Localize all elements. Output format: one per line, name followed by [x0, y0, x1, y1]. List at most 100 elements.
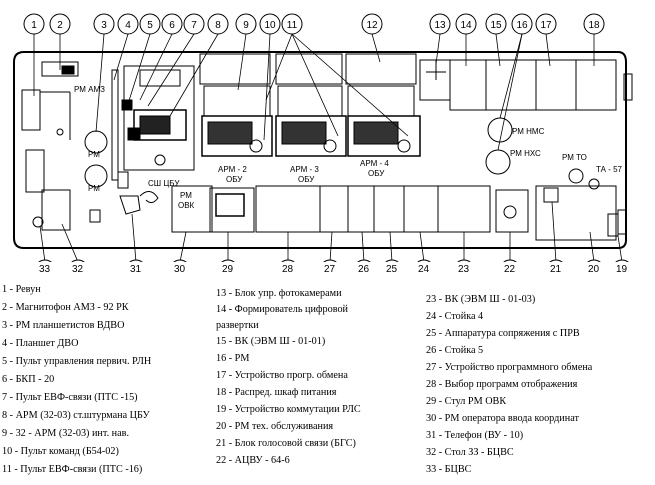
digital-former: [449, 59, 487, 111]
bgs-block: [543, 187, 559, 203]
callout-4: [117, 13, 139, 35]
callout-10: [259, 13, 281, 35]
callouts-bottom: [38, 259, 629, 262]
label-arm3-sub: ОБУ: [298, 175, 315, 184]
legend-item-25: 25 - Аппаратура сопряжения с ПРВ: [426, 328, 580, 339]
arm3-panel: [277, 85, 343, 117]
rack-24: [403, 185, 439, 233]
label-rm-amz: РМ АМЗ: [74, 85, 105, 94]
callout-6: [161, 13, 183, 35]
legend-item-7: 7 - Пульт ЕВФ-связи (ПТС -15): [2, 392, 138, 403]
ta57-phone: [588, 178, 600, 190]
revun-block: [21, 89, 41, 131]
rlc-switch: [607, 213, 619, 237]
legend-item-1: 1 - Ревун: [2, 284, 41, 295]
callout-16: [511, 13, 533, 35]
legend-item-31: 31 - Телефон (ВУ - 10): [426, 430, 524, 441]
legend-item-24: 24 - Стойка 4: [426, 311, 484, 322]
legend-item-17: 17 - Устройство прогр. обмена: [216, 370, 348, 381]
legend-item-28: 28 - Выбор программ отображения: [426, 379, 578, 390]
callout-27: [323, 259, 337, 262]
callout-3-text: 3: [101, 20, 107, 31]
left-knob: [56, 128, 64, 136]
magnitofon-inner: [61, 65, 75, 75]
label-sh-tsbu: СШ ЦБУ: [148, 179, 180, 188]
callout-24: [417, 259, 431, 262]
callout-8: [207, 13, 229, 35]
callout-22: [503, 259, 517, 262]
acvu-frame: [495, 189, 529, 233]
label-arm4: АРМ - 4: [360, 159, 389, 168]
label-arm3: АРМ - 3: [290, 165, 319, 174]
legend-item-18: 18 - Распред. шкаф питания: [216, 387, 337, 398]
arm4-panel: [347, 85, 415, 117]
rack-27: [319, 185, 349, 233]
callout-23: [457, 259, 471, 262]
callout-9-text: 9: [243, 20, 249, 31]
rack-26: [347, 185, 375, 233]
callout-18: [583, 13, 605, 35]
tsbu-ptc: [121, 99, 133, 111]
legend-item-5: 5 - Пульт управления первич. РЛН: [2, 356, 152, 367]
floor-plan-diagram: 1 2 3 4 5 6 7 8 9 10 11 12 13 14 15 16 1…: [13, 13, 633, 262]
legend-item-9: 9 - 32 - АРМ (32-03) инт. нав.: [2, 428, 129, 439]
callout-4-text: 4: [125, 20, 131, 31]
rm-ovk-block: [209, 187, 255, 233]
vk-15: [485, 59, 537, 111]
legend-item-33: 33 - БЦВС: [426, 464, 472, 475]
arm2-screen: [207, 121, 253, 145]
callout-21-text: 21: [550, 264, 562, 275]
label-ta57: ТА - 57: [596, 165, 623, 174]
callout-1: [23, 13, 45, 35]
tsbu-knob: [154, 154, 166, 166]
legend-item-4: 4 - Планшет ДВО: [2, 338, 79, 349]
arm3-screen: [281, 121, 327, 145]
callouts-top: [23, 13, 605, 35]
legend-item-32: 32 - Стол ЗЗ - БЦВС: [426, 447, 514, 458]
callout-10-text: 10: [264, 20, 276, 31]
callout-20: [587, 259, 601, 262]
callout-31-text: 31: [130, 264, 142, 275]
callout-24-text: 24: [418, 264, 430, 275]
left-small-unit: [89, 209, 101, 223]
legend-item-21: 21 - Блок голосовой связи (БГС): [216, 438, 356, 449]
callout-30-text: 30: [174, 264, 186, 275]
arm4-top-rack: [345, 53, 417, 85]
arm2-console: [201, 115, 273, 157]
bkp-unit: [117, 171, 129, 189]
callout-2: [49, 13, 71, 35]
legend-item-13: 13 - Блок упр. фотокамерами: [216, 288, 342, 299]
callout-15: [485, 13, 507, 35]
label-rm-nhs: РМ НХС: [510, 149, 541, 158]
legend-item-29: 29 - Стул РМ ОВК: [426, 396, 507, 407]
arm4-chair: [397, 139, 411, 153]
hull-outline: [13, 51, 627, 249]
callout-6-text: 6: [169, 20, 175, 31]
legend-item-16: 16 - РМ: [216, 353, 250, 364]
hull-right-cap: [623, 73, 633, 101]
legend-item-10: 10 - Пульт команд (Б54-02): [2, 446, 119, 457]
callout-15-text: 15: [490, 20, 502, 31]
label-rm-ovk-2: ОВК: [178, 201, 195, 210]
legend-item-15: 15 - ВК (ЭВМ Ш - 01-01): [216, 336, 326, 347]
tsbu-keys: [127, 127, 141, 141]
callout-31: [129, 259, 143, 262]
callout-17-text: 17: [540, 20, 552, 31]
legend-item-23: 23 - ВК (ЭВМ Ш - 01-03): [426, 294, 536, 305]
tsbu-screen-inner: [139, 115, 171, 135]
arm4-screen: [353, 121, 399, 145]
left-rack-1: [25, 149, 45, 193]
callout-32-text: 32: [72, 264, 84, 275]
rm-left-circle-2: [84, 164, 108, 188]
label-rm-ovk-1: РМ: [180, 191, 192, 200]
callout-13-text: 13: [434, 20, 446, 31]
rm-nhs-circle: [485, 149, 511, 175]
rm-to-circle: [568, 168, 584, 184]
arm2-panel: [203, 85, 271, 117]
callout-11-text: 11: [287, 20, 298, 31]
label-rm-left-2: РМ: [88, 184, 100, 193]
tsbu-screen: [133, 109, 187, 141]
foto-control-block: [419, 59, 451, 101]
callout-7: [183, 13, 205, 35]
label-arm4-sub: ОБУ: [368, 169, 385, 178]
